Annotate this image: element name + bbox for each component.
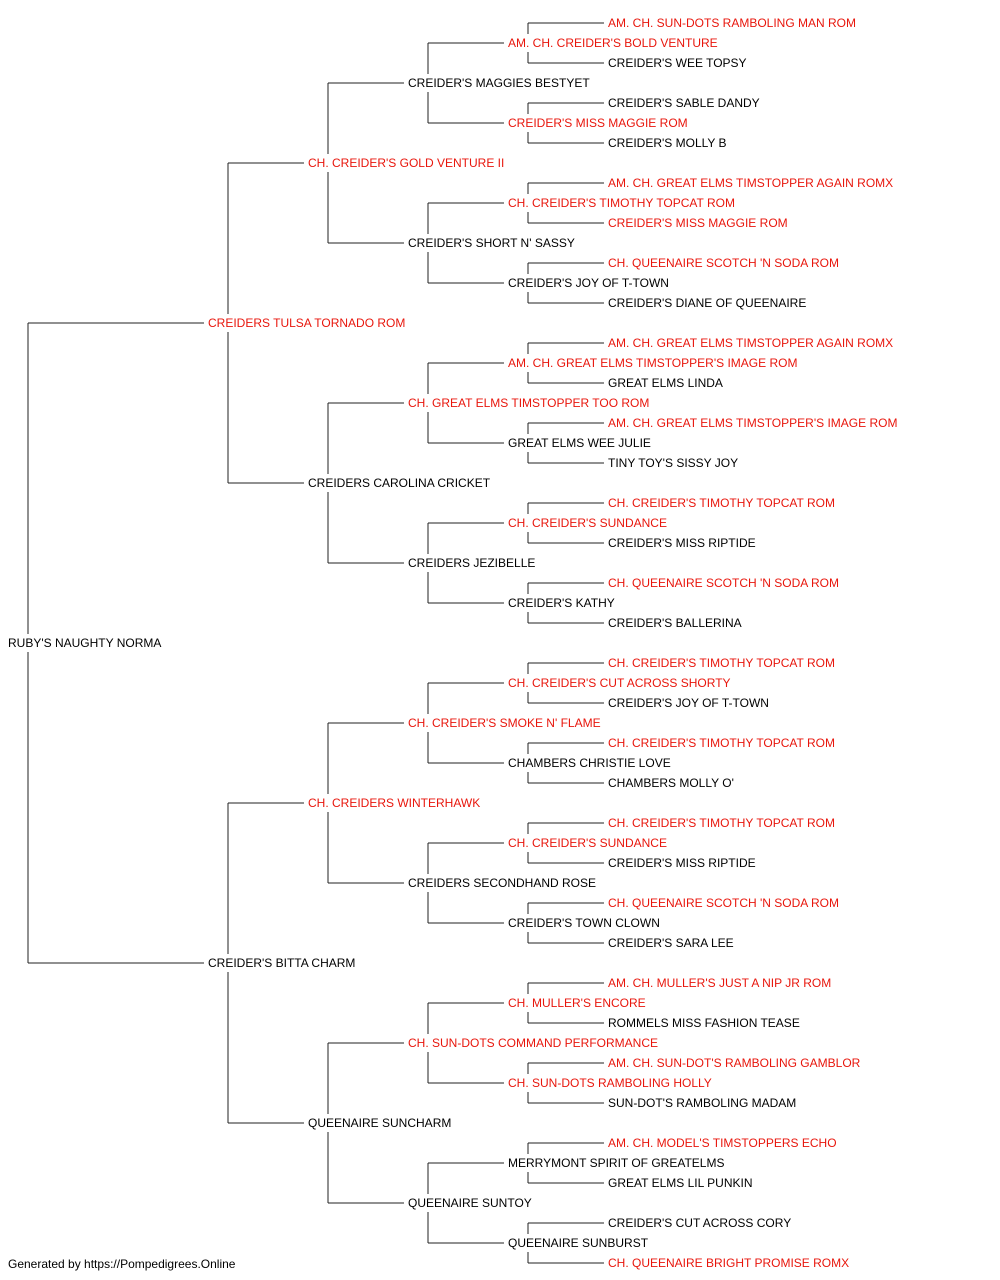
ancestor-name-gen-5: AM. CH. GREAT ELMS TIMSTOPPER AGAIN ROMX [608,336,894,350]
ancestor-name-gen-4: CH. MULLER'S ENCORE [508,996,646,1010]
ancestor-name-gen-3: CREIDER'S MAGGIES BESTYET [408,76,590,90]
ancestor-name-gen-5: CH. QUEENAIRE SCOTCH 'N SODA ROM [608,896,839,910]
ancestor-name-gen-5: CREIDER'S WEE TOPSY [608,56,747,70]
ancestor-name-gen-5: CH. QUEENAIRE SCOTCH 'N SODA ROM [608,576,839,590]
ancestor-name-gen-2: CREIDERS CAROLINA CRICKET [308,476,491,490]
ancestor-name-gen-5: CH. QUEENAIRE SCOTCH 'N SODA ROM [608,256,839,270]
ancestor-name-gen-5: CHAMBERS MOLLY O' [608,776,734,790]
ancestor-name-gen-3: QUEENAIRE SUNTOY [408,1196,532,1210]
ancestor-name-gen-5: ROMMELS MISS FASHION TEASE [608,1016,800,1030]
ancestor-name-gen-5: CREIDER'S DIANE OF QUEENAIRE [608,296,807,310]
ancestor-name-gen-5: CREIDER'S SARA LEE [608,936,734,950]
ancestor-name-gen-5: TINY TOY'S SISSY JOY [608,456,739,470]
ancestor-name-gen-5: CREIDER'S JOY OF T-TOWN [608,696,769,710]
ancestor-name-gen-5: CREIDER'S MOLLY B [608,136,727,150]
ancestor-name-gen-4: CREIDER'S KATHY [508,596,615,610]
ancestor-name-gen-2: CH. CREIDER'S GOLD VENTURE II [308,156,505,170]
ancestor-name-gen-5: CH. CREIDER'S TIMOTHY TOPCAT ROM [608,736,835,750]
ancestor-name-gen-3: CREIDERS JEZIBELLE [408,556,536,570]
ancestor-name-gen-4: CREIDER'S MISS MAGGIE ROM [508,116,688,130]
ancestor-name-gen-4: CH. CREIDER'S SUNDANCE [508,836,667,850]
ancestor-name-gen-4: CH. CREIDER'S SUNDANCE [508,516,667,530]
ancestor-name-gen-4: QUEENAIRE SUNBURST [508,1236,649,1250]
ancestor-name-gen-5: CREIDER'S CUT ACROSS CORY [608,1216,792,1230]
ancestor-name-gen-4: CH. SUN-DOTS RAMBOLING HOLLY [508,1076,712,1090]
ancestor-name-gen-5: AM. CH. SUN-DOT'S RAMBOLING GAMBLOR [608,1056,861,1070]
ancestor-name-gen-5: CREIDER'S BALLERINA [608,616,742,630]
ancestor-name-gen-5: AM. CH. MODEL'S TIMSTOPPERS ECHO [608,1136,837,1150]
ancestor-name-gen-5: CH. QUEENAIRE BRIGHT PROMISE ROMX [608,1256,850,1270]
subject-dog-name: RUBY'S NAUGHTY NORMA [8,636,162,650]
ancestor-name-gen-1: CREIDERS TULSA TORNADO ROM [208,316,406,330]
ancestor-name-gen-4: AM. CH. CREIDER'S BOLD VENTURE [508,36,718,50]
ancestor-name-gen-5: CREIDER'S MISS RIPTIDE [608,536,756,550]
ancestor-name-gen-4: AM. CH. GREAT ELMS TIMSTOPPER'S IMAGE RO… [508,356,798,370]
ancestor-name-gen-4: CREIDER'S TOWN CLOWN [508,916,660,930]
ancestor-name-gen-3: CH. CREIDER'S SMOKE N' FLAME [408,716,601,730]
ancestor-name-gen-4: CH. CREIDER'S CUT ACROSS SHORTY [508,676,731,690]
ancestor-name-gen-3: CREIDER'S SHORT N' SASSY [408,236,575,250]
ancestor-name-gen-5: CH. CREIDER'S TIMOTHY TOPCAT ROM [608,816,835,830]
ancestor-name-gen-4: GREAT ELMS WEE JULIE [508,436,651,450]
ancestor-name-gen-2: CH. CREIDERS WINTERHAWK [308,796,481,810]
ancestor-name-gen-4: CREIDER'S JOY OF T-TOWN [508,276,669,290]
ancestor-name-gen-5: GREAT ELMS LINDA [608,376,723,390]
ancestor-name-gen-1: CREIDER'S BITTA CHARM [208,956,356,970]
ancestor-name-gen-5: CREIDER'S MISS MAGGIE ROM [608,216,788,230]
ancestor-name-gen-4: MERRYMONT SPIRIT OF GREATELMS [508,1156,725,1170]
ancestor-name-gen-5: CH. CREIDER'S TIMOTHY TOPCAT ROM [608,496,835,510]
ancestor-name-gen-2: QUEENAIRE SUNCHARM [308,1116,452,1130]
generated-by-footer: Generated by https://Pompedigrees.Online [8,1257,236,1271]
ancestor-name-gen-5: AM. CH. SUN-DOTS RAMBOLING MAN ROM [608,16,857,30]
ancestor-name-gen-3: CREIDERS SECONDHAND ROSE [408,876,597,890]
ancestor-name-gen-5: CREIDER'S MISS RIPTIDE [608,856,756,870]
ancestor-name-gen-5: SUN-DOT'S RAMBOLING MADAM [608,1096,797,1110]
ancestor-name-gen-4: CH. CREIDER'S TIMOTHY TOPCAT ROM [508,196,735,210]
ancestor-name-gen-5: CREIDER'S SABLE DANDY [608,96,760,110]
ancestor-name-gen-5: GREAT ELMS LIL PUNKIN [608,1176,753,1190]
ancestor-name-gen-5: AM. CH. GREAT ELMS TIMSTOPPER'S IMAGE RO… [608,416,898,430]
ancestor-name-gen-4: CHAMBERS CHRISTIE LOVE [508,756,671,770]
ancestor-name-gen-3: CH. GREAT ELMS TIMSTOPPER TOO ROM [408,396,650,410]
ancestor-name-gen-5: CH. CREIDER'S TIMOTHY TOPCAT ROM [608,656,835,670]
ancestor-name-gen-5: AM. CH. MULLER'S JUST A NIP JR ROM [608,976,832,990]
ancestor-name-gen-5: AM. CH. GREAT ELMS TIMSTOPPER AGAIN ROMX [608,176,894,190]
ancestor-name-gen-3: CH. SUN-DOTS COMMAND PERFORMANCE [408,1036,659,1050]
